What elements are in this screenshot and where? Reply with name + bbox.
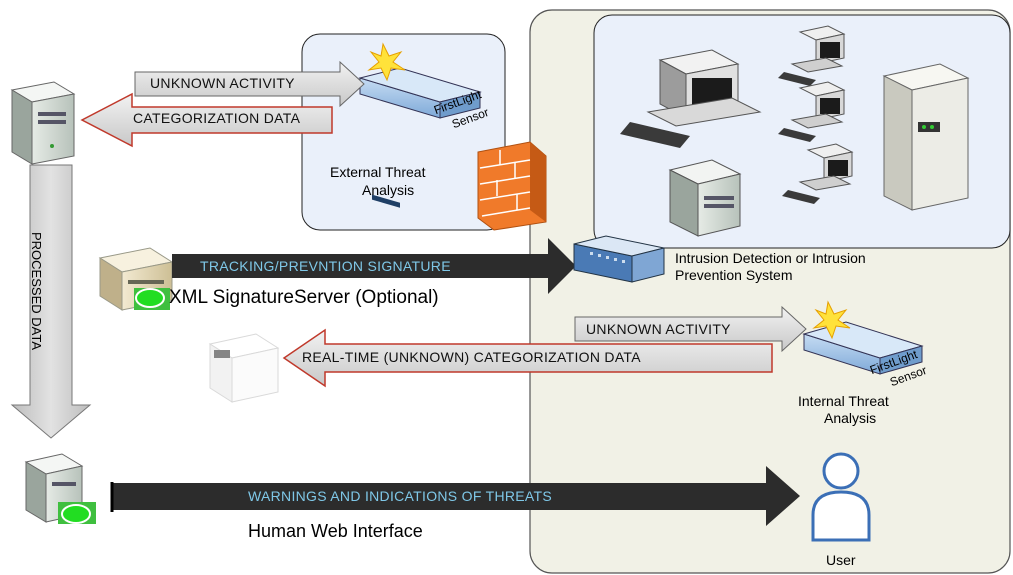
realtime-categorization-label: REAL-TIME (UNKNOWN) CATEGORIZATION DATA [302, 349, 641, 365]
ids-label-line1: Intrusion Detection or Intrusion [675, 250, 866, 266]
processed-data-label: PROCESSED DATA [29, 232, 44, 350]
external-firstlight-sensor-icon [358, 42, 482, 208]
user-icon [811, 452, 871, 542]
internal-threat-label-line1: Internal Threat [798, 393, 889, 409]
internal-threat-label-line2: Analysis [824, 410, 877, 426]
tracking-signature-label: TRACKING/PREVNTION SIGNATURE [200, 258, 451, 274]
human-web-interface-label: Human Web Interface [248, 521, 423, 541]
ids-label-line2: Prevention System [675, 267, 793, 283]
rack-server-icon [882, 63, 970, 211]
workstation-small-icon [778, 81, 846, 142]
internal-firstlight-sensor-icon [802, 300, 924, 375]
firewall-icon [477, 141, 547, 231]
realtime-server-icon [208, 333, 280, 403]
web-interface-server-icon [24, 453, 96, 524]
warnings-arrow [112, 466, 800, 526]
categorization-data-label: CATEGORIZATION DATA [133, 110, 301, 126]
xml-signature-server-label: XML SignatureServer (Optional) [169, 287, 439, 308]
external-unknown-activity-label: UNKNOWN ACTIVITY [150, 75, 295, 91]
xml-signature-server-icon [98, 247, 174, 311]
processed-data-arrow [10, 164, 92, 439]
external-threat-label-line1: External Threat [330, 164, 426, 180]
workstation-large-icon [620, 49, 762, 148]
external-unknown-activity-arrow [134, 60, 365, 108]
workstation-small-icon [782, 143, 854, 204]
network-server-icon [668, 159, 742, 237]
realtime-categorization-arrow [282, 328, 773, 388]
external-threat-label-line2: Analysis [362, 182, 415, 198]
warnings-label: WARNINGS AND INDICATIONS OF THREATS [248, 488, 553, 504]
internal-unknown-activity-label: UNKNOWN ACTIVITY [586, 321, 731, 337]
internal-unknown-activity-arrow [574, 305, 807, 353]
ids-device-icon [573, 235, 665, 283]
tracking-signature-arrow [172, 238, 576, 294]
categorization-data-arrow [80, 92, 333, 148]
user-label: User [826, 552, 856, 568]
workstation-small-icon [778, 25, 846, 86]
analysis-server-icon [10, 81, 76, 165]
